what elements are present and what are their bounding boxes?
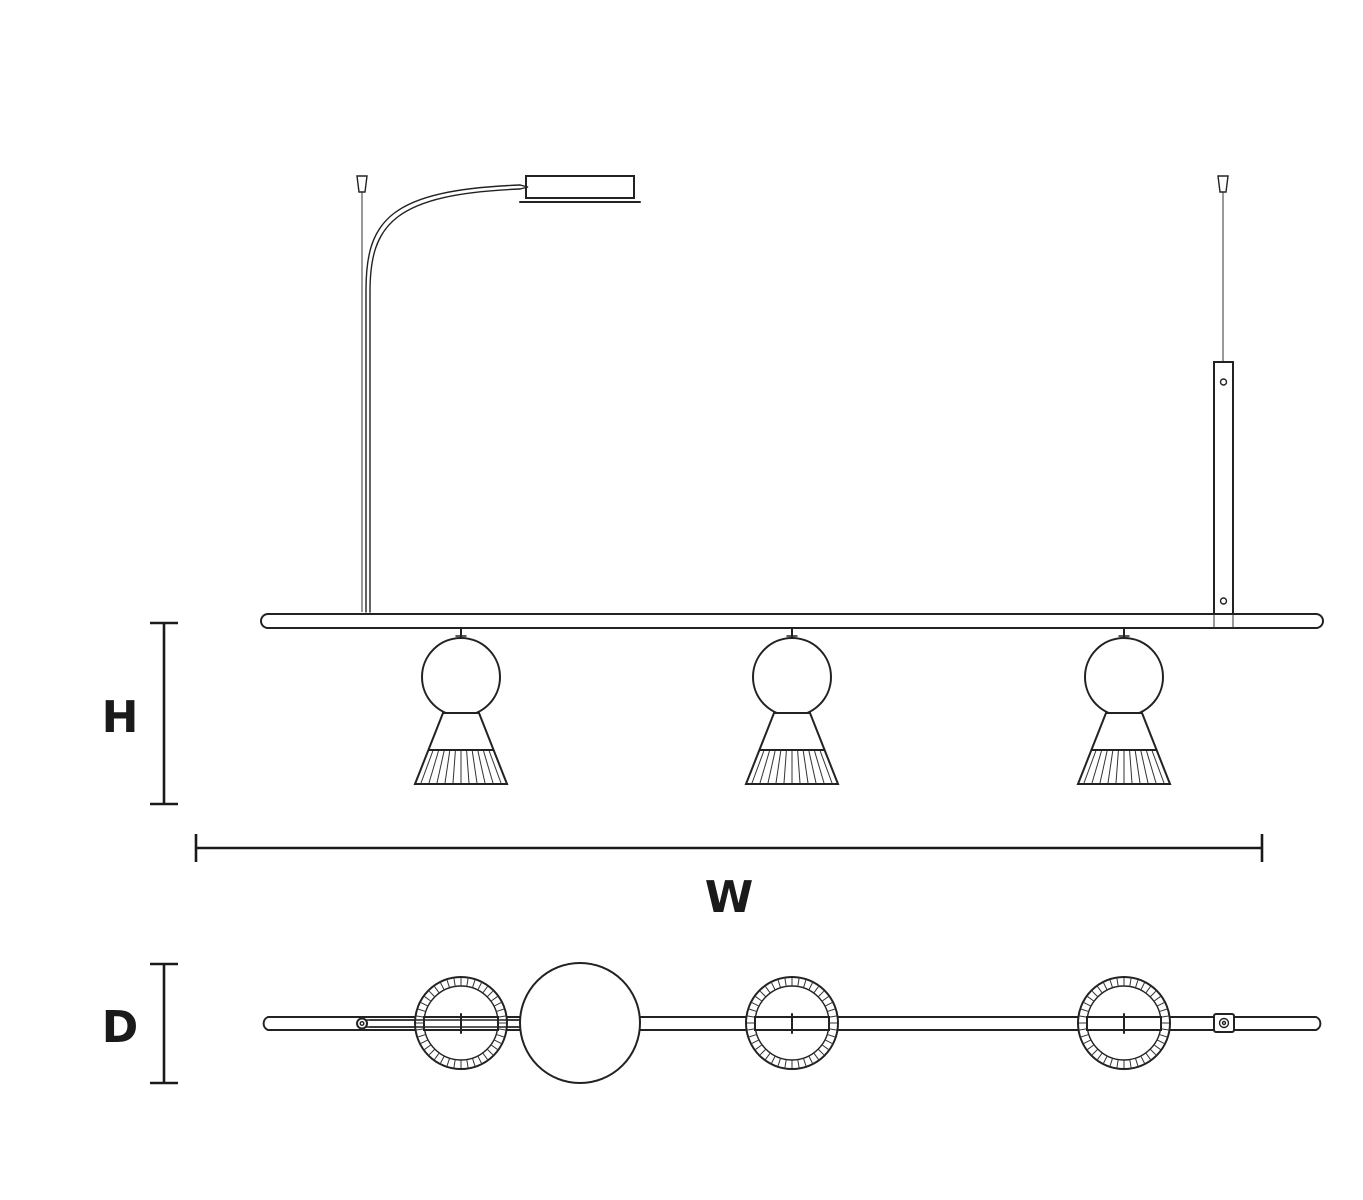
rail-bar-icon: [260, 613, 1324, 629]
right-anchor-icon: [1217, 175, 1229, 193]
lamp-heads-front: [413, 627, 1172, 785]
lamp-head-2: [744, 627, 840, 785]
width-label: W: [705, 872, 754, 923]
lamp-ring-1: [414, 976, 508, 1070]
front-elevation-view: [260, 175, 1324, 785]
lamp-head-1: [413, 627, 509, 785]
height-dimension: H: [102, 621, 178, 806]
left-suspension: [356, 175, 521, 613]
lamp-ring-3: [1077, 976, 1171, 1070]
power-cable: [365, 184, 521, 613]
lamp-head-3: [1076, 627, 1172, 785]
lamp-rings-plan: [414, 976, 1171, 1070]
left-anchor-icon: [356, 175, 368, 193]
lamp-ring-2: [745, 976, 839, 1070]
plan-view: [262, 962, 1322, 1084]
mounting-bracket: [1213, 361, 1234, 627]
depth-dimension: D: [102, 962, 178, 1085]
lamp-globe-icon: [421, 637, 501, 717]
width-dimension: W: [194, 834, 1264, 923]
right-suspension: [1213, 175, 1234, 627]
height-label: H: [102, 692, 139, 743]
bracket-plan-icon: [1213, 1013, 1235, 1033]
lamp-globe-icon: [1084, 637, 1164, 717]
cable-entry-icon: [356, 1017, 368, 1030]
lamp-globe-icon: [752, 637, 832, 717]
driver-box-icon: [519, 175, 641, 203]
canopy-icon: [519, 962, 641, 1084]
depth-label: D: [102, 1002, 139, 1053]
